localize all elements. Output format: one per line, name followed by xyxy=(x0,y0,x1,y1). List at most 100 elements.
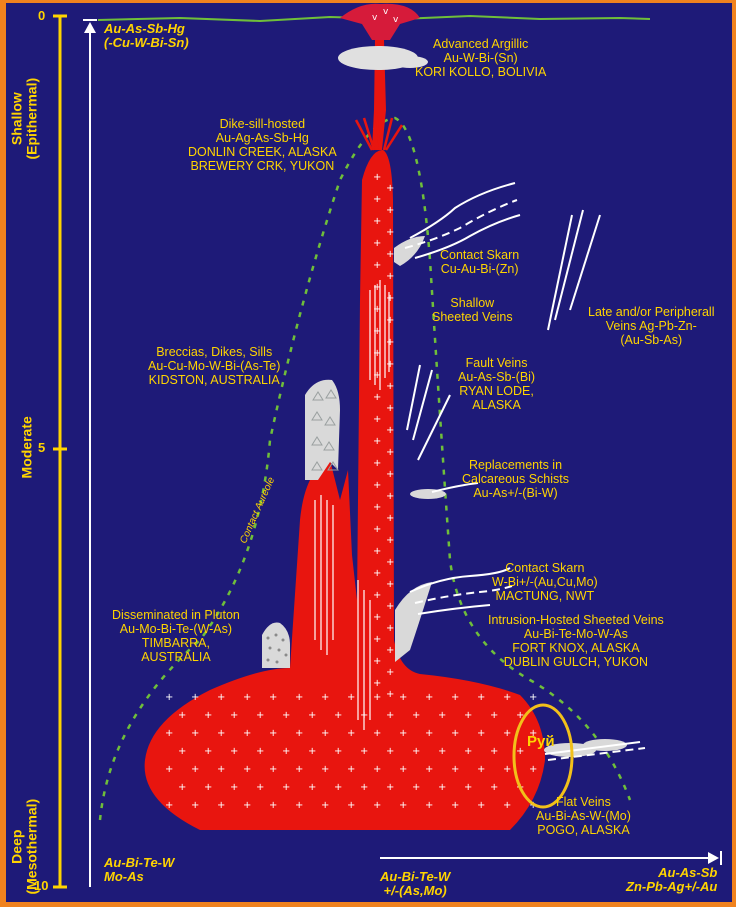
pluton-texture-cross: + xyxy=(165,728,173,739)
pluton-texture-cross: + xyxy=(269,764,277,775)
intrusion-hosted-location-2: DUBLIN GULCH, YUKON xyxy=(488,655,664,669)
pluton-texture-cross: + xyxy=(386,381,394,392)
pluton-texture-cross: + xyxy=(464,782,472,793)
pluton-texture-cross: + xyxy=(386,601,394,612)
bottom-center-metals-line2: +/-(As,Mo) xyxy=(380,884,450,898)
shallow-sheeted-line2: Sheeted Veins xyxy=(432,310,513,324)
pluton-texture-cross: + xyxy=(373,238,381,249)
pluton-texture-cross: + xyxy=(373,348,381,359)
contact-skarn-shallow-title: Contact Skarn xyxy=(440,248,519,262)
pluton-texture-cross: + xyxy=(347,764,355,775)
pluton-texture-cross: + xyxy=(386,689,394,700)
pluton-texture-cross: + xyxy=(269,800,277,811)
dike-sill-location-2: BREWERY CRK, YUKON xyxy=(188,159,337,173)
zone-deep-sub: (Mesothermal) xyxy=(24,787,39,907)
zone-deep-title: Deep xyxy=(9,787,24,907)
pluton-texture-cross: + xyxy=(412,746,420,757)
pluton-texture-cross: + xyxy=(386,447,394,458)
pluton-texture-cross: + xyxy=(529,692,537,703)
fault-veins-title: Fault Veins xyxy=(458,356,535,370)
pluton-texture-cross: + xyxy=(503,764,511,775)
pluton-texture-cross: + xyxy=(243,764,251,775)
advanced-argillic-title: Advanced Argillic xyxy=(415,37,546,51)
label-disseminated: Disseminated in Pluton Au-Mo-Bi-Te-(W-As… xyxy=(112,608,240,664)
pluton-texture-cross: + xyxy=(165,692,173,703)
pluton-texture-cross: + xyxy=(386,535,394,546)
pluton-texture-cross: + xyxy=(165,764,173,775)
pluton-texture-cross: + xyxy=(386,183,394,194)
bottom-left-metals: Au-Bi-Te-W Mo-As xyxy=(104,856,174,885)
pluton-texture-cross: + xyxy=(386,491,394,502)
label-replacements: Replacements in Calcareous Schists Au-As… xyxy=(462,458,569,500)
pluton-texture-cross: + xyxy=(386,249,394,260)
pluton-texture-cross: + xyxy=(282,782,290,793)
pluton-texture-cross: + xyxy=(334,746,342,757)
pluton-texture-cross: + xyxy=(373,546,381,557)
pluton-texture-cross: + xyxy=(347,800,355,811)
flat-veins-location: POGO, ALASKA xyxy=(536,823,631,837)
zone-shallow-title: Shallow xyxy=(9,59,24,179)
highlight-label: Руй xyxy=(527,733,555,750)
pluton-texture-cross: + xyxy=(477,800,485,811)
pluton-texture-cross: + xyxy=(243,728,251,739)
label-contact-skarn-shallow: Contact Skarn Cu-Au-Bi-(Zn) xyxy=(440,248,519,276)
pluton-texture-cross: + xyxy=(373,764,381,775)
pluton-texture-cross: + xyxy=(386,205,394,216)
pluton-texture-cross: + xyxy=(373,458,381,469)
pluton-texture-cross: + xyxy=(373,172,381,183)
disseminated-location-1: TIMBARRA, xyxy=(112,636,240,650)
pluton-texture-cross: + xyxy=(490,746,498,757)
disseminated-location-2: AUSTRALIA xyxy=(112,650,240,664)
pluton-texture-cross: + xyxy=(204,746,212,757)
pluton-texture-cross: + xyxy=(399,728,407,739)
contact-skarn-shallow-metals: Cu-Au-Bi-(Zn) xyxy=(440,262,519,276)
bottom-right-metals-line1: Au-As-Sb xyxy=(626,866,717,880)
pluton-texture-cross: + xyxy=(477,728,485,739)
pluton-texture-cross: + xyxy=(360,782,368,793)
svg-text:v: v xyxy=(393,15,399,25)
pluton-texture-cross: + xyxy=(230,710,238,721)
pluton-texture-cross: + xyxy=(386,293,394,304)
pluton-texture-cross: + xyxy=(347,728,355,739)
contact-skarn-deep-title: Contact Skarn xyxy=(492,561,598,575)
pluton-texture-cross: + xyxy=(178,710,186,721)
pluton-texture-cross: + xyxy=(373,656,381,667)
breccias-title: Breccias, Dikes, Sills xyxy=(148,345,280,359)
pluton-texture-cross: + xyxy=(217,728,225,739)
pluton-texture-cross: + xyxy=(503,692,511,703)
pluton-texture-cross: + xyxy=(438,746,446,757)
label-fault-veins: Fault Veins Au-As-Sb-(Bi) RYAN LODE, ALA… xyxy=(458,356,535,412)
pluton-texture-cross: + xyxy=(386,645,394,656)
pluton-texture-cross: + xyxy=(373,590,381,601)
pluton-texture-cross: + xyxy=(425,692,433,703)
pluton-texture-cross: + xyxy=(334,782,342,793)
svg-text:v: v xyxy=(383,7,389,17)
advanced-argillic-location: KORI KOLLO, BOLIVIA xyxy=(415,65,546,79)
pluton-texture-cross: + xyxy=(308,710,316,721)
label-contact-skarn-deep: Contact Skarn W-Bi+/-(Au,Cu,Mo) MACTUNG,… xyxy=(492,561,598,603)
pluton-texture-cross: + xyxy=(191,728,199,739)
late-peripheral-line1: Late and/or Peripherall xyxy=(588,305,714,319)
bottom-center-metals-line1: Au-Bi-Te-W xyxy=(380,870,450,884)
intrusion-hosted-location-1: FORT KNOX, ALASKA xyxy=(488,641,664,655)
pluton-texture-cross: + xyxy=(399,692,407,703)
pluton-texture-cross: + xyxy=(373,612,381,623)
late-peripheral-line3: (Au-Sb-As) xyxy=(588,333,714,347)
late-peripheral-line2: Veins Ag-Pb-Zn- xyxy=(588,319,714,333)
pluton-texture-cross: + xyxy=(256,746,264,757)
bottom-right-metals-line2: Zn-Pb-Ag+/-Au xyxy=(626,880,717,894)
label-shallow-sheeted: Shallow Sheeted Veins xyxy=(432,296,513,324)
label-breccias: Breccias, Dikes, Sills Au-Cu-Mo-W-Bi-(As… xyxy=(148,345,280,387)
pluton-texture-cross: + xyxy=(373,678,381,689)
pluton-texture-cross: + xyxy=(373,216,381,227)
label-advanced-argillic: Advanced Argillic Au-W-Bi-(Sn) KORI KOLL… xyxy=(415,37,546,79)
pluton-texture-cross: + xyxy=(295,764,303,775)
pluton-texture-cross: + xyxy=(373,692,381,703)
pluton-texture-cross: + xyxy=(347,692,355,703)
pluton-texture-cross: + xyxy=(165,800,173,811)
pluton-texture-cross: + xyxy=(373,480,381,491)
replacements-title: Replacements in xyxy=(462,458,569,472)
pluton-texture-cross: + xyxy=(477,692,485,703)
pluton-texture-cross: + xyxy=(308,746,316,757)
pluton-texture-cross: + xyxy=(373,524,381,535)
